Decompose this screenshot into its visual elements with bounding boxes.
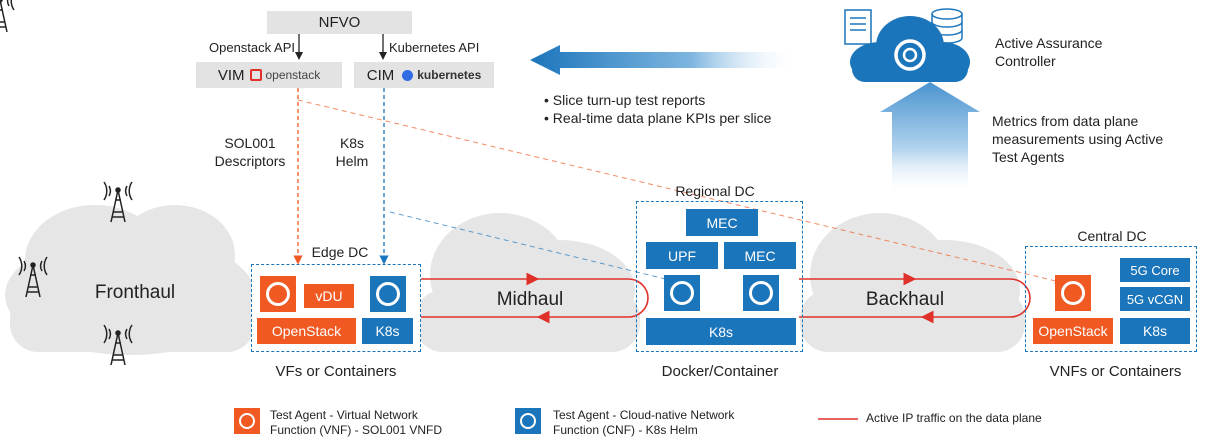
cim-label: CIM	[366, 66, 395, 84]
regional-mec-box: MEC	[724, 242, 796, 269]
metrics-line2: measurements using Active	[992, 131, 1164, 147]
midhaul-label: Midhaul	[496, 289, 564, 310]
metrics-line1: Metrics from data plane	[992, 113, 1139, 129]
vim-label: VIM	[217, 66, 245, 84]
regional-mec-label: MEC	[744, 247, 776, 264]
k8s-helm-label: K8s Helm	[322, 134, 382, 170]
metrics-label: Metrics from data plane measurements usi…	[992, 112, 1192, 166]
cloud-controller-icon	[850, 16, 970, 82]
sol001-label: SOL001 Descriptors	[200, 134, 300, 170]
test-agent-cnf-icon	[370, 276, 406, 312]
legend-vnf-text: Test Agent - Virtual Network Function (V…	[270, 408, 500, 438]
midhaul-cloud	[415, 213, 640, 352]
vim-box: VIM openstack	[196, 62, 342, 88]
legend-cnf-line1: Test Agent - Cloud-native Network	[553, 408, 735, 422]
edge-dc-caption: VFs or Containers	[275, 363, 397, 380]
upf-label: UPF	[668, 247, 696, 264]
upf-box: UPF	[646, 242, 718, 269]
report-arrow	[530, 45, 800, 75]
regional-mec-top-box: MEC	[686, 209, 758, 236]
edge-k8s-label: K8s	[375, 323, 400, 339]
nfvo-box: NFVO	[267, 11, 412, 34]
core-box: 5G Core	[1120, 258, 1190, 282]
cim-box: CIM kubernetes	[354, 62, 494, 88]
k8s-line1: K8s	[339, 135, 365, 151]
central-openstack-box: OpenStack	[1033, 318, 1113, 344]
cell-tower-icon	[0, 0, 15, 33]
vdu-box: vDU	[304, 284, 354, 308]
controller-line2: Controller	[995, 53, 1056, 69]
legend-vnf-line2: Function (VNF) - SOL001 VNFD	[270, 423, 443, 437]
legend-traffic-label: Active IP traffic on the data plane	[866, 411, 1042, 425]
test-agent-vnf-icon	[1055, 275, 1091, 311]
central-k8s-label: K8s	[1142, 323, 1168, 339]
fronthaul-cloud	[5, 205, 255, 355]
backhaul-cloud	[800, 213, 1025, 352]
metrics-arrow	[880, 82, 980, 195]
regional-k8s-box: K8s	[646, 318, 796, 345]
test-agent-cnf-icon	[664, 275, 700, 311]
fronthaul-label: Fronthaul	[94, 282, 176, 303]
document-icon	[844, 9, 872, 45]
k8s-line2: Helm	[335, 153, 369, 169]
cim-brand: kubernetes	[417, 68, 482, 82]
vdu-label: vDU	[315, 288, 343, 304]
regional-dc-title: Regional DC	[675, 183, 755, 199]
regional-mec-top-label: MEC	[706, 214, 738, 231]
legend-cnf-text: Test Agent - Cloud-native Network Functi…	[553, 408, 793, 438]
edge-openstack-label: OpenStack	[271, 323, 342, 339]
central-openstack-label: OpenStack	[1038, 323, 1108, 339]
openstack-api-label: Openstack API	[209, 40, 295, 55]
vcgn-box: 5G vCGN	[1120, 287, 1190, 311]
report-item-1: • Slice turn-up test reports	[544, 92, 706, 108]
test-agent-cnf-icon	[743, 275, 779, 311]
edge-dc-title: Edge DC	[311, 244, 369, 260]
central-k8s-box: K8s	[1120, 318, 1190, 344]
controller-label: Active Assurance Controller	[995, 34, 1115, 70]
legend-cnf-line2: Function (CNF) - K8s Helm	[553, 423, 698, 437]
central-dc-title: Central DC	[1077, 228, 1147, 244]
regional-dc-box	[636, 201, 803, 352]
metrics-line3: Test Agents	[992, 149, 1065, 165]
core-label: 5G Core	[1130, 262, 1180, 278]
vim-brand: openstack	[265, 68, 321, 82]
backhaul-label: Backhaul	[865, 289, 945, 310]
sol001-line1: SOL001	[224, 135, 276, 151]
edge-k8s-box: K8s	[362, 318, 413, 344]
regional-dc-caption: Docker/Container	[661, 363, 779, 380]
legend-vnf-icon	[234, 408, 260, 434]
controller-line1: Active Assurance	[995, 35, 1103, 51]
regional-k8s-label: K8s	[708, 323, 734, 340]
legend-cnf-icon	[515, 408, 541, 434]
openstack-logo-icon	[250, 69, 263, 81]
kubernetes-logo-icon	[402, 69, 414, 81]
sol001-line2: Descriptors	[214, 153, 286, 169]
central-dc-caption: VNFs or Containers	[1049, 363, 1182, 380]
central-dc-box	[1025, 246, 1197, 352]
vcgn-label: 5G vCGN	[1126, 291, 1184, 307]
reports-list: • Slice turn-up test reports • Real-time…	[544, 91, 824, 127]
nfvo-title: NFVO	[318, 13, 361, 31]
legend-vnf-line1: Test Agent - Virtual Network	[270, 408, 418, 422]
edge-openstack-box: OpenStack	[257, 318, 356, 344]
report-item-2: • Real-time data plane KPIs per slice	[544, 110, 772, 126]
test-agent-vnf-icon	[260, 276, 296, 312]
kubernetes-api-label: Kubernetes API	[389, 40, 480, 55]
